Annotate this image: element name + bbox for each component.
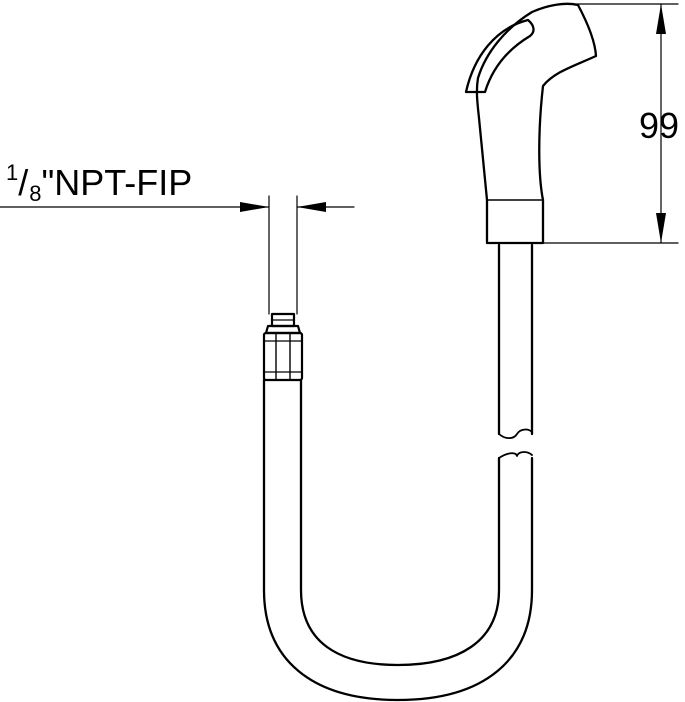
trigger-lever	[464, 18, 535, 94]
hose-inner-edge	[299, 378, 501, 667]
threaded-connector	[262, 312, 304, 382]
hex-nut	[262, 331, 304, 382]
thread-size-denominator: 8	[29, 181, 42, 206]
thread-arrow-left	[240, 202, 269, 212]
thread-size-slash: /	[18, 162, 29, 203]
height-dimension	[541, 3, 679, 244]
thread-arrow-right	[297, 202, 326, 212]
hose	[262, 378, 534, 702]
hand-shower-head	[464, 2, 598, 245]
thread-dimension	[0, 195, 355, 315]
shower-body	[475, 2, 598, 245]
hose-upper-section	[497, 243, 534, 440]
thread-size-suffix: "NPT-FIP	[41, 162, 193, 203]
hose-outer-edge	[262, 378, 534, 702]
thread-size-label: 1/8"NPT-FIP	[6, 162, 192, 205]
hose-break-upper	[498, 428, 533, 440]
hose-break-lower	[498, 451, 533, 459]
height-arrow-top	[656, 4, 666, 34]
thread-size-numerator: 1	[6, 160, 19, 185]
height-arrow-bottom	[656, 213, 666, 243]
height-dimension-label: 99	[639, 105, 680, 146]
